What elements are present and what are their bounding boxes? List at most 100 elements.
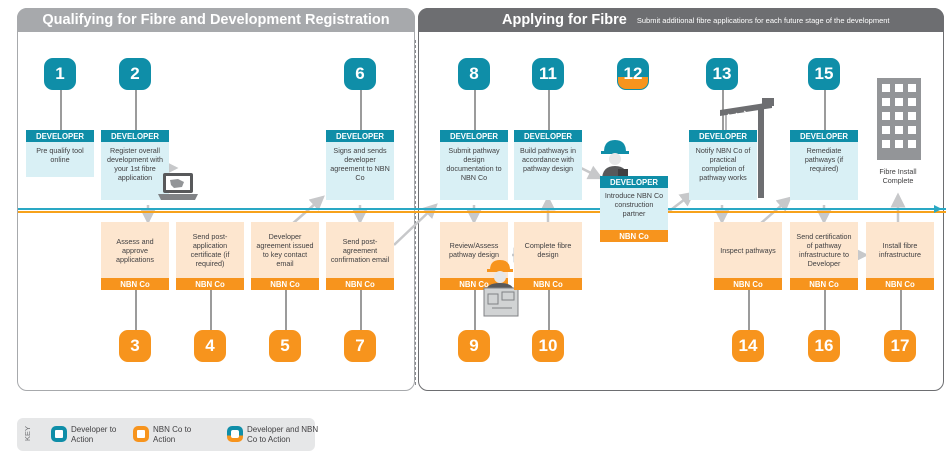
nbn-swatch — [133, 426, 149, 442]
step-6-connector — [360, 90, 362, 130]
step-16-box: Send certification of pathway infrastruc… — [790, 222, 858, 290]
key-both-text: Developer and NBN Co to Action — [247, 425, 319, 444]
step-5-connector — [285, 290, 287, 330]
step-1-box: DEVELOPER Pre qualify tool online — [26, 130, 94, 177]
step-2-connector — [135, 90, 137, 130]
step-4-box: Send post-application certificate (if re… — [176, 222, 244, 290]
step-3-connector — [135, 290, 137, 330]
step-14-connector — [748, 290, 750, 330]
step-17-number: 17 — [884, 330, 916, 362]
step-13-number: 13 — [706, 58, 738, 90]
developer-label: DEVELOPER — [600, 176, 668, 188]
developer-label: DEVELOPER — [26, 130, 94, 142]
step-11-text: Build pathways in accordance with pathwa… — [520, 146, 576, 173]
step-7-text: Send post-agreement confirmation email — [330, 236, 390, 264]
developer-label: DEVELOPER — [440, 130, 508, 142]
step-7-connector — [360, 290, 362, 330]
step-16-number: 16 — [808, 330, 840, 362]
step-13-box: DEVELOPER Notify NBN Co of practical com… — [689, 130, 757, 200]
step-10-box: Complete fibre design NBN Co — [514, 222, 582, 290]
step-2-number: 2 — [119, 58, 151, 90]
key-developer-text: Developer to Action — [71, 425, 117, 444]
nbn-label: NBN Co — [600, 230, 668, 242]
flow-arrowhead — [934, 205, 942, 213]
step-15-text: Remediate pathways (if required) — [804, 146, 844, 173]
step-14-box: Inspect pathways NBN Co — [714, 222, 782, 290]
step-7-box: Send post-agreement confirmation email N… — [326, 222, 394, 290]
step-3-text: Assess and approve applications — [116, 236, 154, 264]
step-8-box: DEVELOPER Submit pathway design document… — [440, 130, 508, 200]
applying-subtitle: Submit additional fibre applications for… — [636, 15, 890, 25]
laptop-icon — [158, 173, 198, 200]
developer-swatch — [51, 426, 67, 442]
step-1-number: 1 — [44, 58, 76, 90]
step-4-connector — [210, 290, 212, 330]
step-9-box: Review/Assess pathway design NBN Co — [440, 222, 508, 290]
step-7-number: 7 — [344, 330, 376, 362]
nbn-label: NBN Co — [176, 278, 244, 290]
step-15-connector — [824, 90, 826, 130]
flow-line-nbn — [18, 211, 946, 213]
developer-label: DEVELOPER — [101, 130, 169, 142]
step-9-number: 9 — [458, 330, 490, 362]
engineer-with-plans-icon — [483, 260, 519, 317]
step-12-text: Introduce NBN Co construction partner — [604, 191, 664, 218]
step-17-box: Install fibre infrastructure NBN Co — [866, 222, 934, 290]
step-4-text: Send post-application certificate (if re… — [190, 232, 230, 268]
step-3-number: 3 — [119, 330, 151, 362]
qualifying-header: Qualifying for Fibre and Development Reg… — [17, 8, 415, 32]
building-icon — [877, 78, 921, 160]
key-nbn-text: NBN Co to Action — [153, 425, 192, 444]
step-15-number: 15 — [808, 58, 840, 90]
developer-label: DEVELOPER — [326, 130, 394, 142]
legend-key: KEY Developer to Action NBN Co to Action… — [17, 418, 318, 451]
step-2-text: Register overall development with your 1… — [107, 146, 163, 182]
applying-header: Applying for Fibre Submit additional fib… — [418, 8, 944, 32]
step-1-text: Pre qualify tool online — [36, 146, 84, 164]
step-10-number: 10 — [532, 330, 564, 362]
nbn-label: NBN Co — [866, 278, 934, 290]
flow-line-developer — [18, 208, 946, 210]
step-5-text: Developer agreement issued to key contac… — [256, 232, 314, 268]
construction-worker-icon — [601, 140, 629, 180]
step-16-text: Send certification of pathway infrastruc… — [796, 232, 852, 268]
nbn-label: NBN Co — [790, 278, 858, 290]
step-13-text: Notify NBN Co of practical completion of… — [695, 146, 751, 182]
step-16-connector — [824, 290, 826, 330]
step-17-text: Install fibre infrastructure — [879, 241, 921, 259]
step-9-connector — [474, 290, 476, 330]
step-10-connector — [548, 290, 550, 330]
step-5-number: 5 — [269, 330, 301, 362]
step-1-connector — [60, 90, 62, 130]
step-3-box: Assess and approve applications NBN Co — [101, 222, 169, 290]
developer-label: DEVELOPER — [790, 130, 858, 142]
nbn-label: NBN Co — [251, 278, 319, 290]
nbn-label: NBN Co — [101, 278, 169, 290]
step-11-box: DEVELOPER Build pathways in accordance w… — [514, 130, 582, 200]
step-4-number: 4 — [194, 330, 226, 362]
step-17-connector — [900, 290, 902, 330]
step-6-box: DEVELOPER Signs and sends developer agre… — [326, 130, 394, 200]
step-8-text: Submit pathway design documentation to N… — [446, 146, 502, 182]
step-8-connector — [474, 90, 476, 130]
step-6-text: Signs and sends developer agreement to N… — [330, 146, 390, 182]
step-14-number: 14 — [732, 330, 764, 362]
step-15-box: DEVELOPER Remediate pathways (if require… — [790, 130, 858, 200]
crane-icon — [720, 98, 774, 198]
step-11-number: 11 — [532, 58, 564, 90]
developer-label: DEVELOPER — [689, 130, 757, 142]
step-14-text: Inspect pathways — [720, 245, 776, 255]
step-8-number: 8 — [458, 58, 490, 90]
step-5-box: Developer agreement issued to key contac… — [251, 222, 319, 290]
both-swatch — [227, 426, 243, 442]
fibre-install-complete-label: Fibre Install Complete — [879, 167, 917, 185]
key-title: KEY — [23, 425, 33, 442]
nbn-label: NBN Co — [326, 278, 394, 290]
nbn-label: NBN Co — [514, 278, 582, 290]
step-12-number: 12 — [617, 58, 649, 90]
nbn-label: NBN Co — [714, 278, 782, 290]
step-11-connector — [548, 90, 550, 130]
step-6-number: 6 — [344, 58, 376, 90]
applying-title: Applying for Fibre — [502, 12, 627, 28]
step-2-box: DEVELOPER Register overall development w… — [101, 130, 169, 200]
